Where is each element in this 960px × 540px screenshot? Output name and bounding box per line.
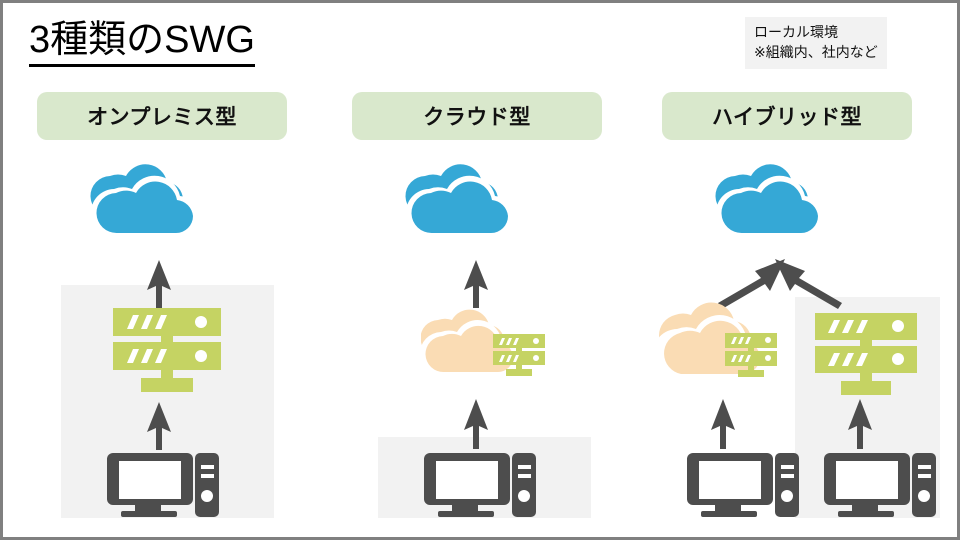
arrow-up-icon [145, 260, 173, 308]
column-label-hybrid: ハイブリッド型 [662, 92, 912, 140]
page-title: 3種類のSWG [29, 19, 255, 67]
arrow-up-icon [709, 399, 737, 449]
arrow-diagonal-icon [773, 259, 845, 309]
arrow-up-icon [462, 399, 490, 449]
column-label-onprem: オンプレミス型 [37, 92, 287, 140]
cloud-blue-icon [80, 158, 230, 248]
cloud-server-icon [421, 308, 553, 390]
server-stack-icon [815, 313, 917, 395]
desktop-computer-icon [824, 451, 936, 519]
server-stack-icon [113, 308, 221, 393]
cloud-blue-icon [705, 158, 855, 248]
note-line-1: ローカル環境 [754, 24, 838, 40]
cloud-blue-icon [395, 158, 545, 248]
desktop-computer-icon [107, 451, 219, 519]
arrow-up-icon [145, 402, 173, 450]
arrow-up-icon [462, 260, 490, 308]
cloud-server-icon [655, 301, 787, 397]
desktop-computer-icon [424, 451, 536, 519]
note-line-2: ※組織内、社内など [754, 44, 878, 61]
column-label-cloud: クラウド型 [352, 92, 602, 140]
desktop-computer-icon [687, 451, 799, 519]
local-environment-note: ローカル環境 ※組織内、社内など [745, 17, 887, 69]
arrow-up-icon [846, 399, 874, 449]
arrow-diagonal-icon [715, 259, 787, 309]
